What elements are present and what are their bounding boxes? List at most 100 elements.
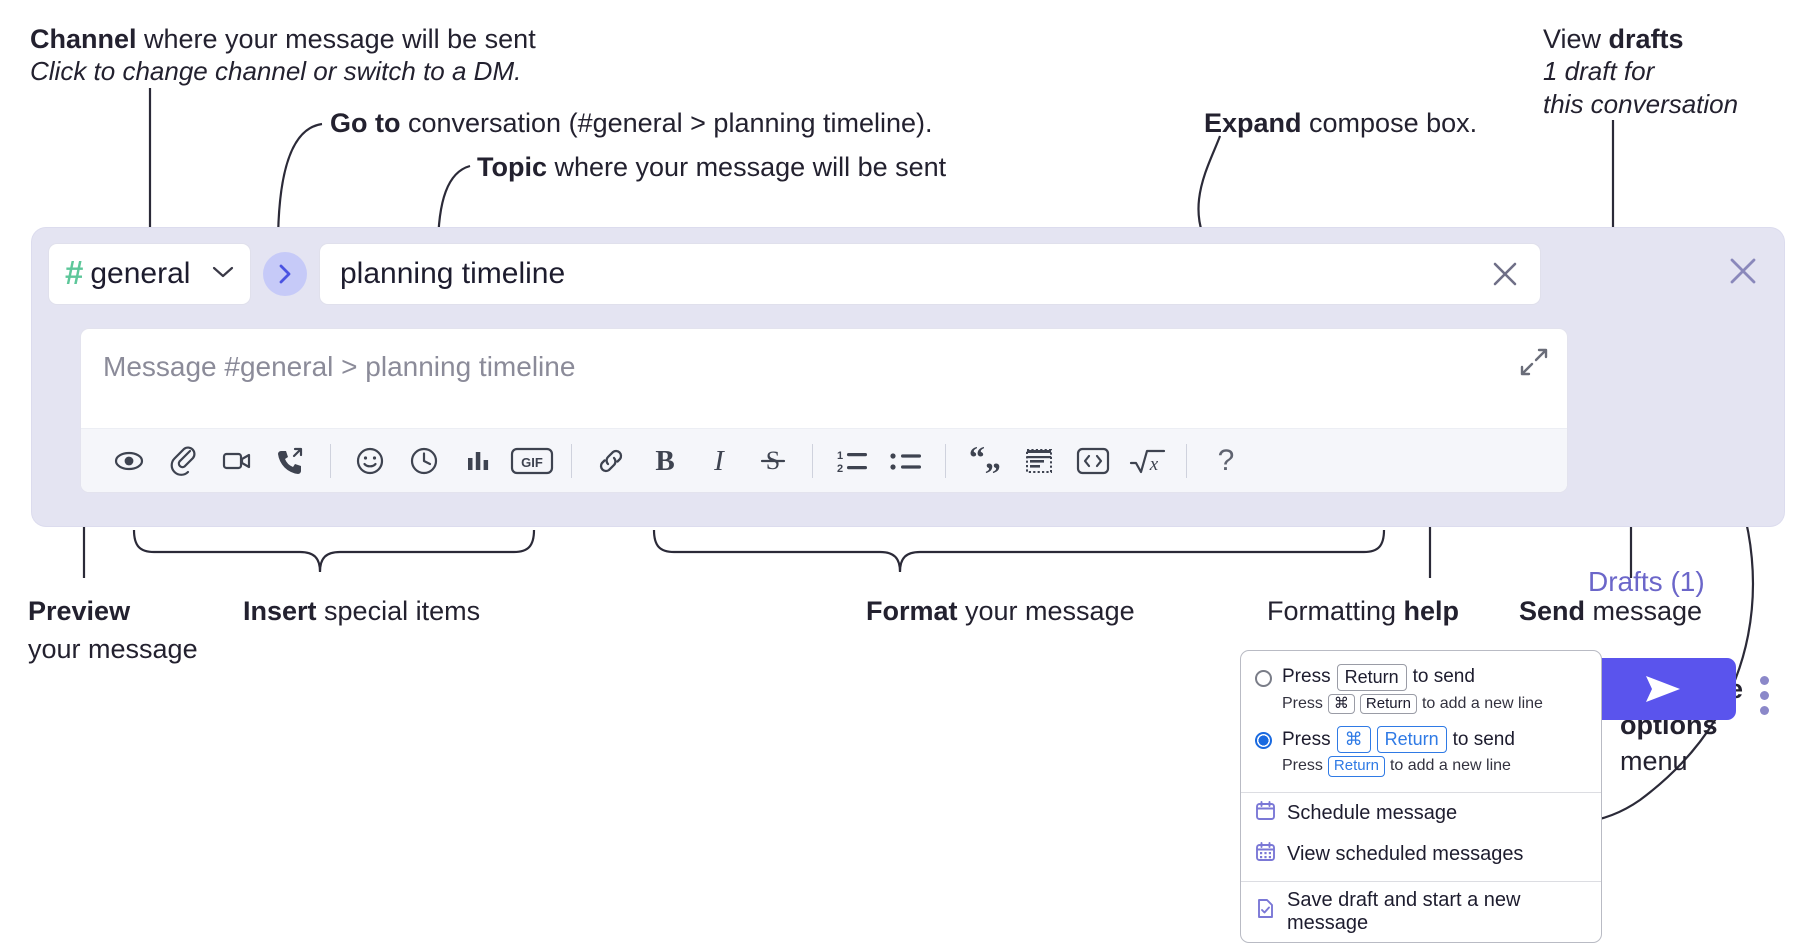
annotation-help-pre: Formatting bbox=[1267, 596, 1404, 626]
annotation-insert-rest: special items bbox=[316, 596, 481, 626]
math-icon[interactable]: x bbox=[1121, 435, 1173, 487]
bold-icon[interactable]: B bbox=[639, 435, 691, 487]
bar-chart-icon[interactable] bbox=[452, 435, 504, 487]
press-label: Press bbox=[1282, 757, 1323, 775]
gif-icon[interactable]: GIF bbox=[506, 435, 558, 487]
menu-item-label: Schedule message bbox=[1287, 801, 1458, 824]
code-inline-icon[interactable] bbox=[1067, 435, 1119, 487]
link-icon[interactable] bbox=[585, 435, 637, 487]
menu-item-save-draft[interactable]: Save draft and start a new message bbox=[1241, 882, 1601, 942]
annotation-insert-bold: Insert bbox=[243, 596, 317, 626]
annotation-send-rest: message bbox=[1585, 596, 1703, 626]
menu-divider bbox=[1241, 791, 1601, 793]
expand-icon[interactable] bbox=[1519, 347, 1549, 382]
channel-name: general bbox=[90, 257, 191, 290]
annotation-preview: Preview bbox=[28, 594, 130, 629]
annotation-goto-bold: Go to bbox=[330, 108, 401, 138]
close-icon[interactable] bbox=[1488, 257, 1522, 291]
drafts-link[interactable]: Drafts (1) bbox=[1588, 566, 1705, 597]
svg-text:I: I bbox=[713, 445, 725, 477]
menu-item-view-scheduled-messages[interactable]: View scheduled messages bbox=[1241, 834, 1601, 875]
compose-panel: # general planning timeline Message #gen… bbox=[32, 228, 1784, 720]
question-mark-icon[interactable]: ? bbox=[1200, 435, 1252, 487]
annotation-expand-bold: Expand bbox=[1204, 108, 1302, 138]
press-label: Press bbox=[1282, 694, 1323, 712]
send-option-cmd-return-line: Press ⌘ Return to send bbox=[1282, 726, 1515, 753]
bulleted-list-icon[interactable] bbox=[880, 435, 932, 487]
annotation-channel-bold: Channel bbox=[30, 24, 137, 54]
key-command: ⌘ bbox=[1336, 726, 1371, 753]
annotation-help: Formatting help bbox=[1267, 594, 1459, 629]
menu-item-schedule-message[interactable]: Schedule message bbox=[1241, 793, 1601, 834]
new-line-label: to add a new line bbox=[1421, 694, 1543, 712]
send-option-return-line: Press Return to send bbox=[1282, 664, 1543, 691]
svg-text:1: 1 bbox=[837, 450, 843, 462]
annotation-send: Send message bbox=[1519, 594, 1702, 629]
annotation-compose-rest: menu bbox=[1620, 745, 1688, 776]
kebab-dot bbox=[1760, 676, 1769, 685]
annotation-topic-bold: Topic bbox=[477, 152, 547, 182]
to-send-label: to send bbox=[1452, 728, 1515, 750]
message-input-box[interactable]: Message #general > planning timeline bbox=[80, 328, 1568, 493]
kebab-dot bbox=[1760, 706, 1769, 715]
message-placeholder: Message #general > planning timeline bbox=[103, 351, 576, 382]
go-to-conversation-button[interactable] bbox=[263, 252, 307, 296]
compose-options-button[interactable] bbox=[1760, 676, 1769, 715]
close-compose-icon[interactable] bbox=[1726, 254, 1760, 293]
send-option-return[interactable]: Press Return to send Press ⌘ Return to a… bbox=[1241, 661, 1601, 723]
clock-icon[interactable] bbox=[398, 435, 450, 487]
channel-selector-button[interactable]: # general bbox=[48, 243, 251, 305]
send-option-cmd-return-sub: Press Return to add a new line bbox=[1282, 755, 1515, 777]
annotation-preview-rest: your message bbox=[28, 634, 198, 664]
menu-item-label: Save draft and start a new message bbox=[1287, 888, 1521, 934]
to-send-label: to send bbox=[1412, 666, 1475, 688]
phone-forward-icon[interactable] bbox=[265, 435, 317, 487]
annotation-channel-rest: where your message will be sent bbox=[136, 24, 536, 54]
key-return: Return bbox=[1376, 726, 1447, 753]
send-option-return-sub: Press ⌘ Return to add a new line bbox=[1282, 693, 1543, 715]
annotation-expand-rest: compose box. bbox=[1301, 108, 1478, 138]
italic-icon[interactable]: I bbox=[693, 435, 745, 487]
radio-cmd-return[interactable] bbox=[1255, 732, 1272, 750]
annotation-goto: Go to conversation (#general > planning … bbox=[330, 106, 933, 141]
eye-icon[interactable] bbox=[103, 435, 155, 487]
radio-return[interactable] bbox=[1255, 670, 1272, 687]
topic-input[interactable]: planning timeline bbox=[319, 243, 1541, 305]
annotation-channel-sub: Click to change channel or switch to a D… bbox=[30, 56, 522, 86]
code-block-icon[interactable] bbox=[1013, 435, 1065, 487]
annotation-channel: Channel where your message will be sent bbox=[30, 22, 536, 57]
svg-text:GIF: GIF bbox=[521, 455, 543, 470]
video-icon[interactable] bbox=[211, 435, 263, 487]
key-command: ⌘ bbox=[1327, 693, 1355, 715]
paperclip-icon[interactable] bbox=[157, 435, 209, 487]
menu-item-label: View scheduled messages bbox=[1287, 842, 1524, 865]
blockquote-icon[interactable]: “„ bbox=[959, 435, 1011, 487]
annotation-drafts: View drafts bbox=[1543, 22, 1684, 57]
emoji-icon[interactable] bbox=[344, 435, 396, 487]
compose-options-menu: Press Return to send Press ⌘ Return to a… bbox=[1240, 650, 1602, 943]
annotation-preview-bold: Preview bbox=[28, 596, 131, 626]
ordered-list-icon[interactable]: 1 2 bbox=[826, 435, 878, 487]
svg-text:“„: “„ bbox=[969, 444, 1001, 475]
annotation-topic: Topic where your message will be sent bbox=[477, 150, 946, 185]
calendar-grid-icon bbox=[1255, 841, 1276, 868]
annotation-format: Format your message bbox=[866, 594, 1135, 629]
send-button[interactable] bbox=[1590, 658, 1736, 720]
annotation-drafts-bold: drafts bbox=[1608, 24, 1684, 54]
strikethrough-icon[interactable]: S bbox=[747, 435, 799, 487]
hash-icon: # bbox=[65, 253, 84, 291]
toolbar-separator bbox=[945, 443, 946, 478]
annotation-help-bold: help bbox=[1403, 596, 1460, 626]
send-option-cmd-return[interactable]: Press ⌘ Return to send Press Return to a… bbox=[1241, 723, 1601, 785]
svg-text:B: B bbox=[655, 445, 674, 477]
annotation-send-bold: Send bbox=[1519, 596, 1586, 626]
key-return: Return bbox=[1336, 664, 1407, 691]
svg-text:2: 2 bbox=[837, 463, 843, 475]
menu-divider bbox=[1241, 880, 1601, 882]
toolbar-separator bbox=[330, 443, 331, 478]
annotation-expand: Expand compose box. bbox=[1204, 106, 1477, 141]
formatting-toolbar: GIF B I S bbox=[81, 428, 1567, 492]
help-glyph: ? bbox=[1217, 443, 1235, 477]
annotation-format-bold: Format bbox=[866, 596, 958, 626]
